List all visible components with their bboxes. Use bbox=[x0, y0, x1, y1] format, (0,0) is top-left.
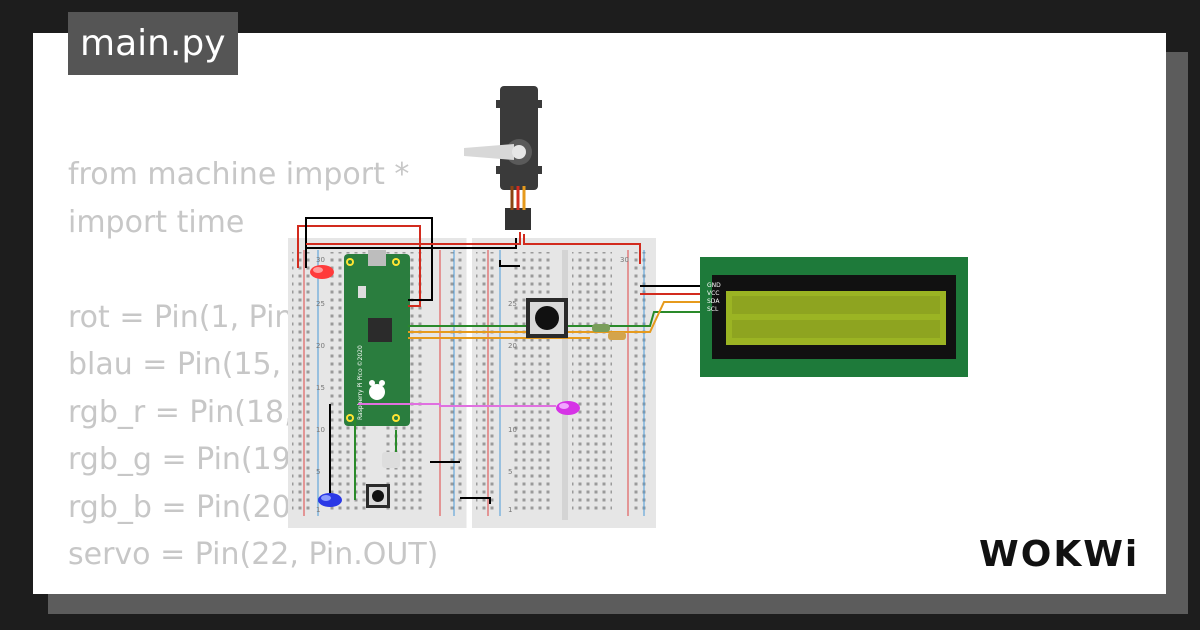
breadboard-number: 10 bbox=[508, 426, 517, 434]
code-line: rgb_b = Pin(20, bbox=[68, 489, 301, 525]
lcd-pin-label: SDA bbox=[707, 298, 720, 305]
breadboard-number: 25 bbox=[316, 300, 325, 308]
code-line: rgb_g = Pin(19, bbox=[68, 442, 301, 477]
raspberry-pi-pico: Raspberry Pi Pico ©2020 bbox=[344, 250, 410, 426]
breadboard-number: 1 bbox=[508, 506, 512, 514]
code-line: rgb_r = Pin(18, bbox=[68, 394, 294, 430]
breadboard-number: 5 bbox=[508, 468, 512, 476]
breadboard-number: 20 bbox=[316, 342, 325, 350]
wokwi-logo: WOKWi bbox=[979, 534, 1139, 575]
pushbutton-large bbox=[526, 298, 568, 338]
breadboard-number: 1 bbox=[316, 506, 320, 514]
led-rgb bbox=[382, 452, 400, 468]
code-line: blau = Pin(15, I bbox=[68, 347, 300, 382]
wokwi-logo-text: WOKWi bbox=[979, 534, 1139, 575]
pico-board-label: Raspberry Pi Pico ©2020 bbox=[357, 345, 364, 420]
code-line: rot = Pin(1, Pin bbox=[68, 299, 294, 335]
lcd-pin-label: VCC bbox=[707, 290, 719, 297]
lcd-pin-label: GND bbox=[707, 282, 721, 289]
code-line: servo = Pin(22, Pin.OUT) bbox=[68, 537, 439, 572]
breadboard-number: 20 bbox=[508, 342, 517, 350]
breadboard-right: 30 25 20 10 5 1 bbox=[472, 238, 656, 528]
led-blue bbox=[318, 493, 342, 507]
code-line: from machine import * bbox=[68, 157, 410, 192]
led-pink bbox=[556, 401, 580, 415]
led-red bbox=[310, 265, 334, 279]
lcd-pin-label: SCL bbox=[707, 306, 719, 313]
code-line: import time bbox=[68, 204, 245, 240]
breadboard-number: 30 bbox=[620, 256, 629, 264]
resistor bbox=[592, 324, 626, 340]
breadboard-number: 10 bbox=[316, 426, 325, 434]
breadboard-number: 15 bbox=[316, 384, 325, 392]
servo-motor bbox=[464, 86, 542, 230]
code-preview: from machine import * import time rot = Pi… bbox=[68, 151, 438, 579]
raspberry-logo-icon bbox=[369, 380, 385, 400]
lcd-display: GND VCC SDA SCL bbox=[700, 257, 968, 377]
breadboard-number: 5 bbox=[316, 468, 320, 476]
breadboard-number: 25 bbox=[508, 300, 517, 308]
wires bbox=[297, 217, 700, 504]
breadboard-number: 30 bbox=[316, 256, 325, 264]
file-tab[interactable]: main.py bbox=[68, 12, 238, 75]
pushbutton-small bbox=[366, 484, 390, 508]
